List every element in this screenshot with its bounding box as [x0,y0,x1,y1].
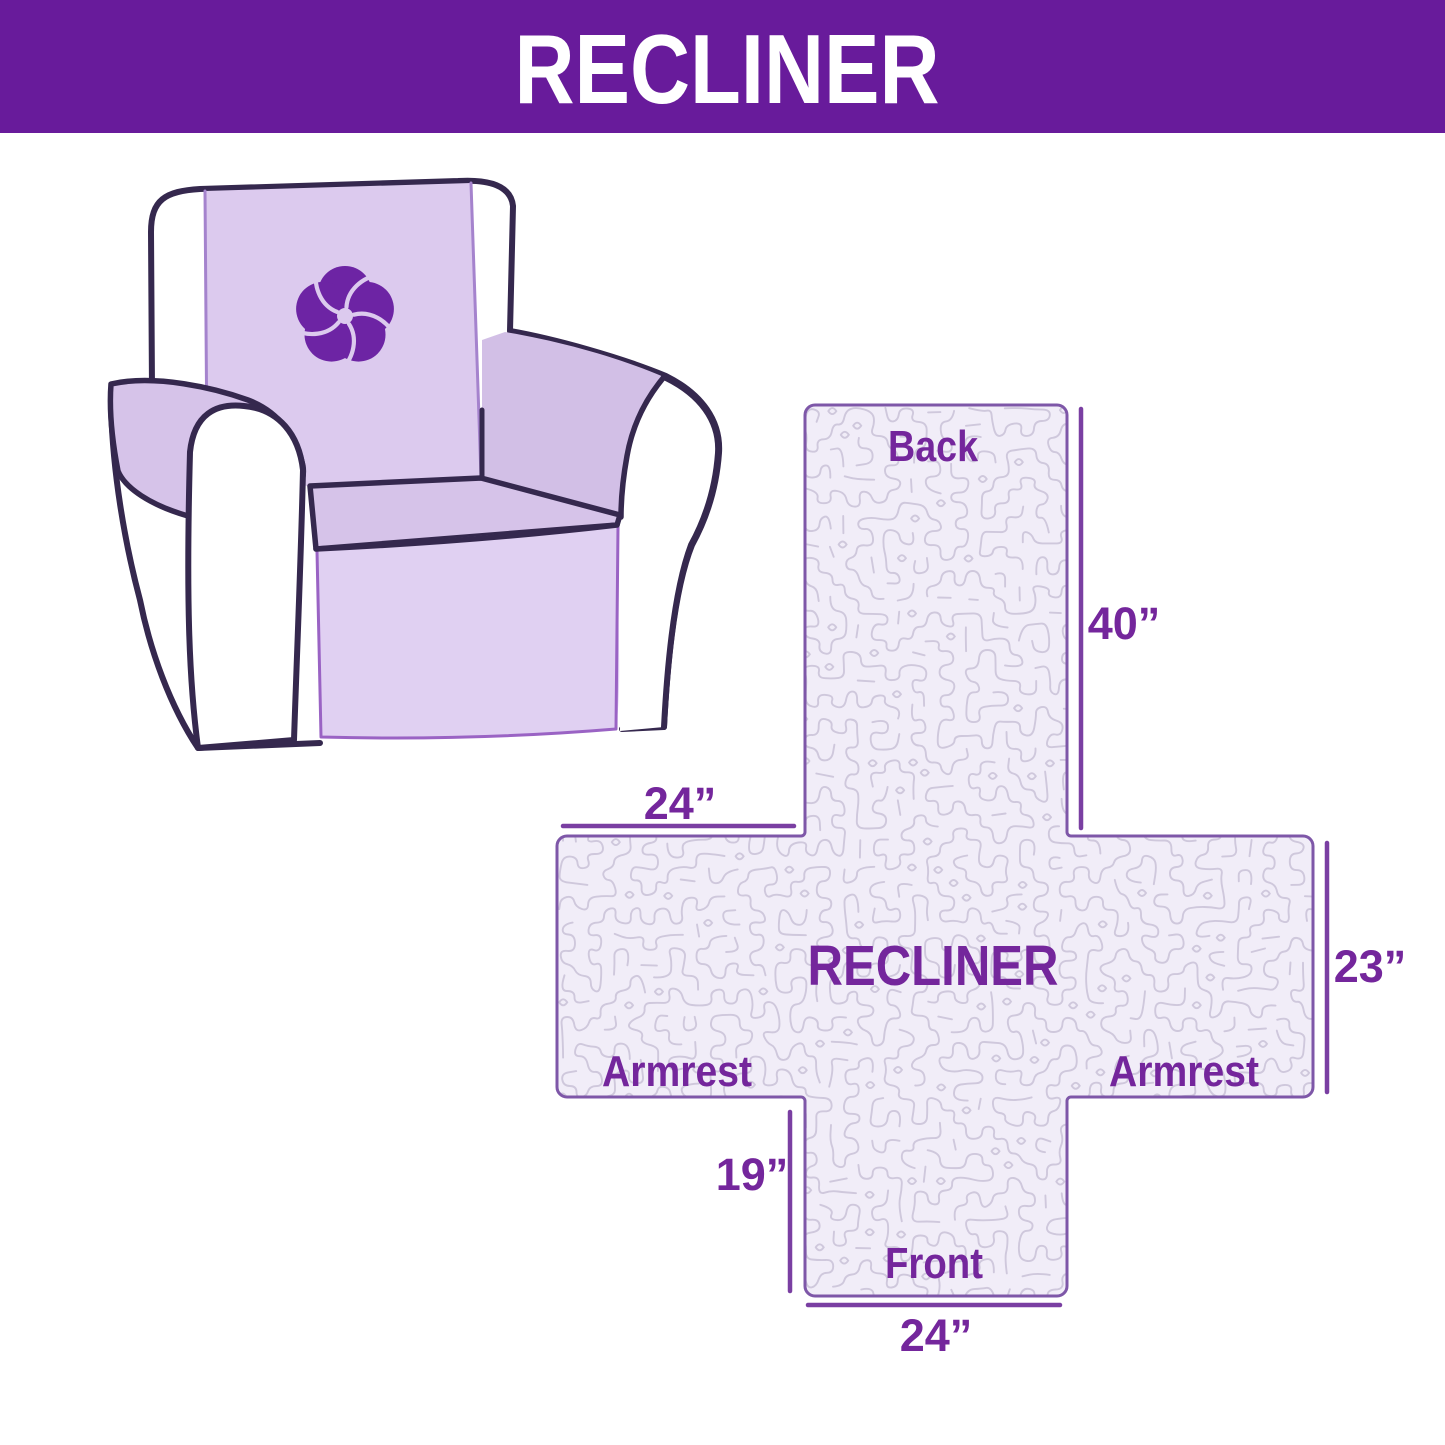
svg-text:Front: Front [885,1239,983,1288]
svg-text:RECLINER: RECLINER [515,14,940,124]
svg-text:Armrest: Armrest [602,1047,752,1096]
svg-text:23”: 23” [1334,941,1407,992]
svg-text:40”: 40” [1088,598,1161,649]
svg-text:RECLINER: RECLINER [808,934,1059,998]
svg-text:19”: 19” [716,1149,789,1200]
svg-text:24”: 24” [900,1310,973,1361]
svg-text:Armrest: Armrest [1109,1047,1259,1096]
svg-text:Back: Back [888,422,978,471]
svg-text:24”: 24” [644,778,717,829]
